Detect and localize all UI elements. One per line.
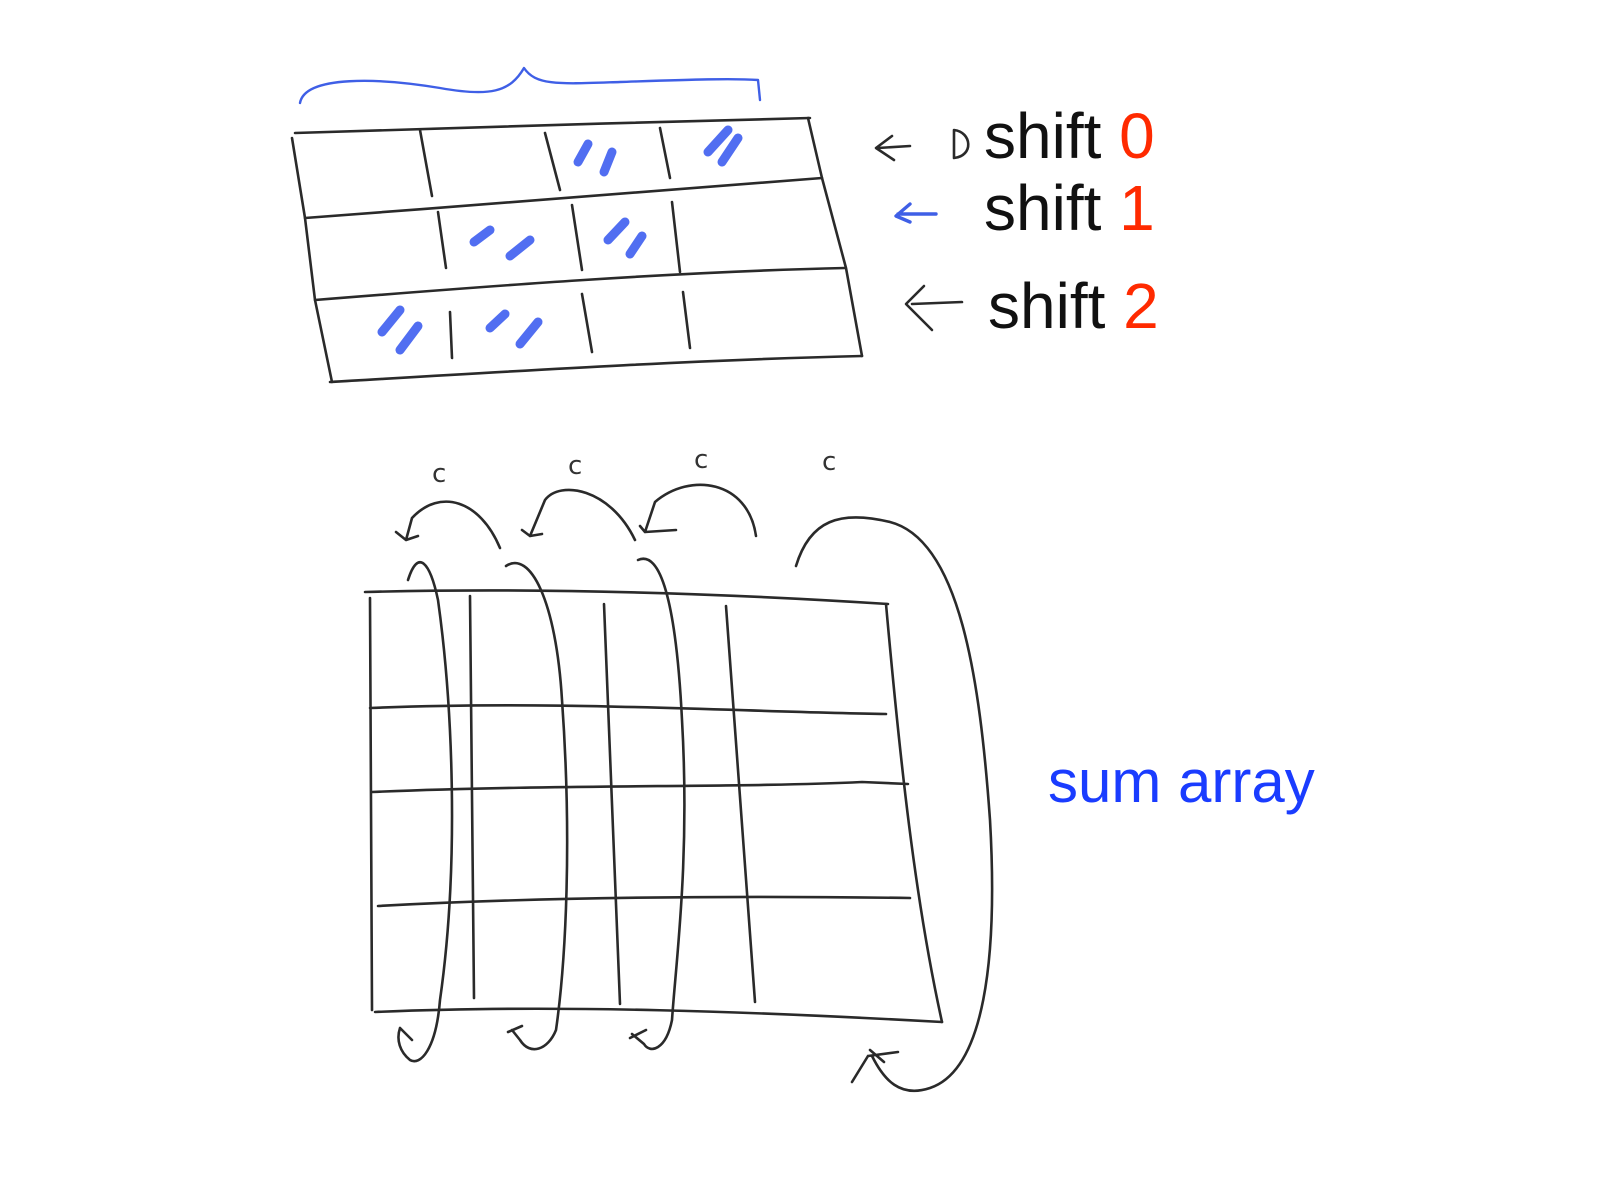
shift-label-1: shift 1 xyxy=(984,176,1155,240)
shift-word: shift xyxy=(984,172,1102,244)
sum-array-label: sum array xyxy=(1048,748,1315,815)
column-mark-1: c xyxy=(432,459,446,489)
top-brace xyxy=(298,66,762,105)
arrow-left-icon xyxy=(904,284,964,332)
shift-number: 0 xyxy=(1119,100,1155,172)
shift-label-0: shift 0 xyxy=(984,104,1155,168)
arrow-left-icon xyxy=(874,134,912,162)
shift-arrows xyxy=(874,128,970,332)
wrap-arcs xyxy=(397,557,900,1084)
shift-number: 2 xyxy=(1123,270,1159,342)
column-marks: c c c c xyxy=(432,445,836,489)
column-mark-3: c xyxy=(694,445,708,475)
column-mark-2: c xyxy=(568,451,582,481)
top-arcs xyxy=(394,483,994,1093)
highlight-marks xyxy=(377,125,743,355)
shifted-array xyxy=(290,116,864,384)
shift-word: shift xyxy=(988,270,1106,342)
pin-d-icon xyxy=(952,128,970,160)
shift-number: 1 xyxy=(1119,172,1155,244)
shift-word: shift xyxy=(984,100,1102,172)
column-mark-4: c xyxy=(822,447,836,477)
arrow-left-icon xyxy=(894,202,938,224)
shift-label-2: shift 2 xyxy=(988,274,1159,338)
